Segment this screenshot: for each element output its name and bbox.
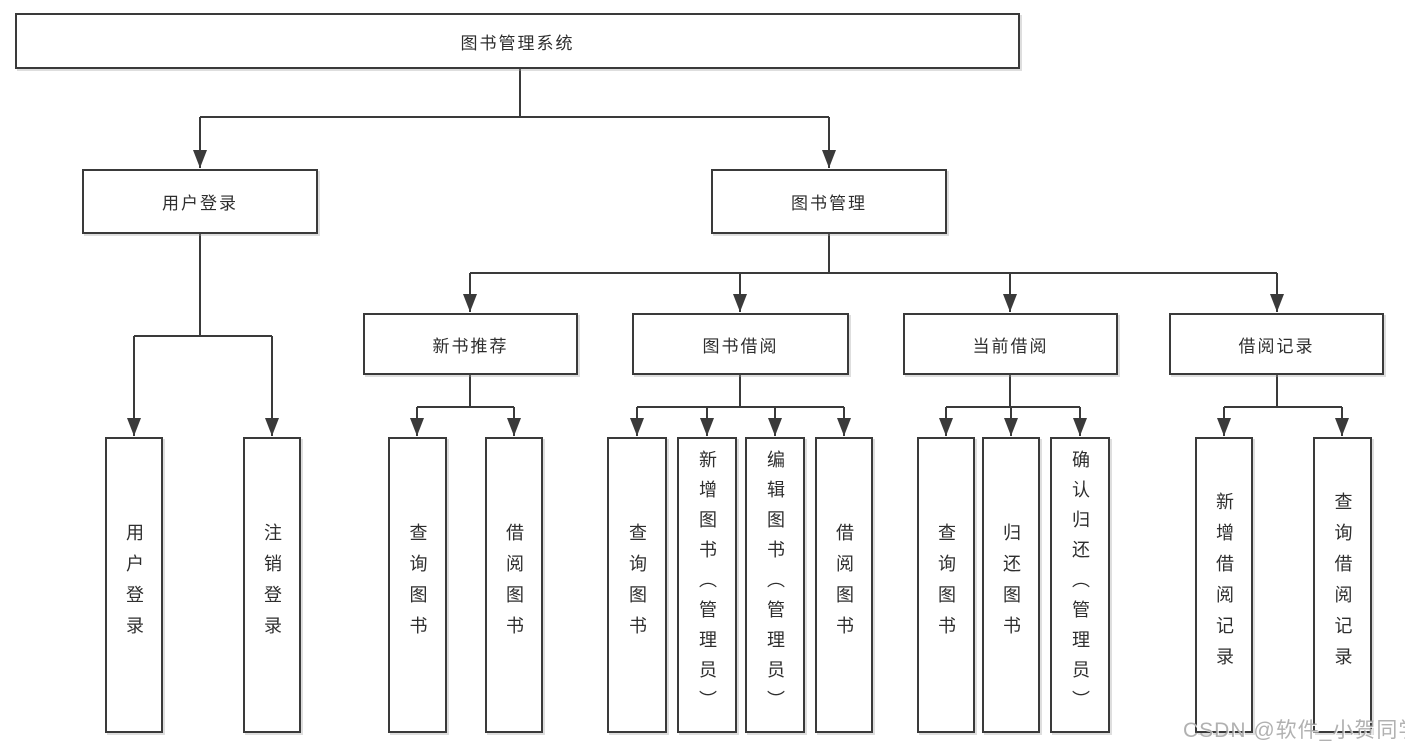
leaf-label: 查询图书	[627, 523, 647, 647]
leaf-label: 借阅图书	[834, 523, 854, 647]
leaf-edit-books-admin: 编辑图书（管理员）	[745, 437, 805, 733]
node-label: 新书推荐	[432, 336, 509, 356]
leaf-add-books-admin: 新增图书（管理员）	[677, 437, 737, 733]
node-library-management-system: 图书管理系统	[15, 13, 1020, 69]
leaf-borrow-books-recommend: 借阅图书	[485, 437, 543, 733]
node-new-book-recommend: 新书推荐	[363, 313, 578, 375]
leaf-label: 查询借阅记录	[1332, 492, 1353, 678]
node-label: 图书借阅	[702, 336, 779, 356]
leaf-label: 编辑图书（管理员）	[765, 450, 785, 720]
leaf-label: 查询图书	[936, 523, 956, 647]
node-label: 借阅记录	[1238, 336, 1315, 356]
leaf-label: 查询图书	[407, 523, 428, 647]
connector-current-stem	[946, 375, 1080, 408]
node-label: 图书管理系统	[460, 33, 575, 53]
connector-login-stem	[134, 234, 272, 337]
leaf-label: 用户登录	[124, 523, 144, 647]
leaf-borrow-books-borrow: 借阅图书	[815, 437, 873, 733]
leaf-query-books-current: 查询图书	[917, 437, 975, 733]
node-book-management: 图书管理	[711, 169, 947, 234]
leaf-label: 新增借阅记录	[1214, 492, 1234, 678]
leaf-query-books-recommend: 查询图书	[388, 437, 447, 733]
connector-borrow-stem	[637, 375, 844, 408]
node-label: 用户登录	[162, 194, 238, 213]
leaf-user-login: 用户登录	[105, 437, 163, 733]
connector-newbook-stem	[417, 375, 514, 408]
leaf-label: 新增图书（管理员）	[697, 450, 717, 720]
leaf-label: 归还图书	[1001, 523, 1021, 647]
node-book-borrow: 图书借阅	[632, 313, 849, 375]
node-label: 当前借阅	[972, 336, 1049, 356]
leaf-return-books: 归还图书	[982, 437, 1040, 733]
connector-records-stem	[1224, 375, 1342, 408]
csdn-watermark: CSDN @软件_小贺同学	[1183, 719, 1405, 742]
leaf-logout: 注销登录	[243, 437, 301, 733]
leaf-add-borrow-record: 新增借阅记录	[1195, 437, 1253, 733]
node-label: 图书管理	[791, 194, 867, 213]
leaf-confirm-return-admin: 确认归还（管理员）	[1050, 437, 1110, 733]
connector-mgmt-stem	[470, 234, 1277, 274]
leaf-query-borrow-record: 查询借阅记录	[1313, 437, 1372, 733]
node-borrow-records: 借阅记录	[1169, 313, 1384, 375]
leaf-label: 注销登录	[262, 523, 282, 647]
connector-root-stem	[200, 69, 829, 118]
leaf-label: 确认归还（管理员）	[1070, 450, 1090, 720]
node-user-login: 用户登录	[82, 169, 318, 234]
node-current-borrow: 当前借阅	[903, 313, 1118, 375]
leaf-query-books-borrow: 查询图书	[607, 437, 667, 733]
leaf-label: 借阅图书	[504, 523, 524, 647]
